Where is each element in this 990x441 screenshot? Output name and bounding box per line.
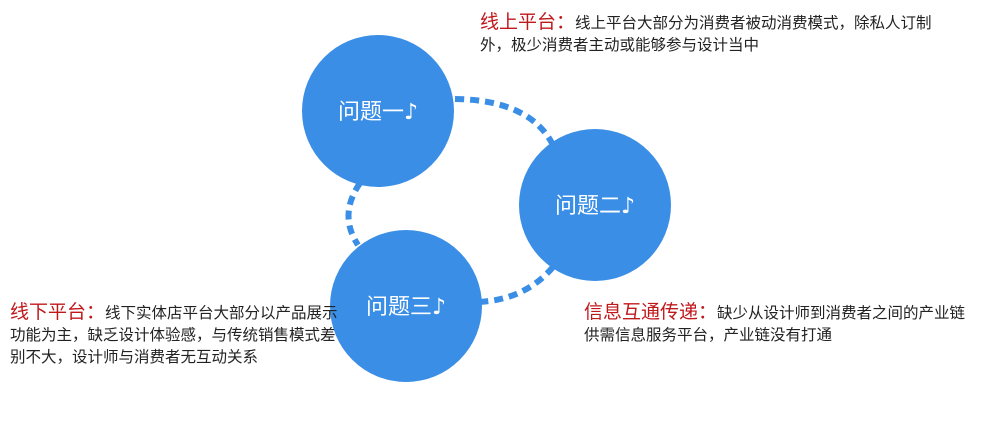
problem-1-label: 问题一♪ [338,100,418,125]
problem-2-node: 问题二♪ [519,129,671,281]
problem-2-circle [519,129,671,281]
connector-2-3 [477,265,556,305]
online-platform-title: 线上平台： [480,11,576,33]
problem-3-circle [330,230,482,382]
connector-1-3 [345,181,363,247]
offline-platform-title: 线下平台： [10,301,106,323]
offline-platform-text: 线下实体店平台大部分以产品展示功能为主，缺乏设计体验感，与传统销售模式差别不大，… [10,304,338,366]
problem-3-label: 问题三♪ [366,295,446,320]
online-platform-text: 线上平台大部分为消费者被动消费模式，除私人订制外，极少消费者主动或能够参与设计当… [480,14,932,54]
info-exchange-note: 信息互通传递：缺少从设计师到消费者之间的产业链供需信息服务平台，产业链没有打通 [584,301,974,346]
problem-1-node: 问题一♪ [302,35,454,187]
offline-platform-note: 线下平台：线下实体店平台大部分以产品展示功能为主，缺乏设计体验感，与传统销售模式… [10,301,340,368]
info-exchange-text: 缺少从设计师到消费者之间的产业链供需信息服务平台，产业链没有打通 [584,304,966,344]
online-platform-note: 线上平台：线上平台大部分为消费者被动消费模式，除私人订制外，极少消费者主动或能够… [480,11,950,56]
connector-1-2 [454,96,556,147]
problem-1-circle [302,35,454,187]
info-exchange-title: 信息互通传递： [584,301,718,323]
problem-3-node: 问题三♪ [330,230,482,382]
problem-2-label: 问题二♪ [555,194,635,219]
